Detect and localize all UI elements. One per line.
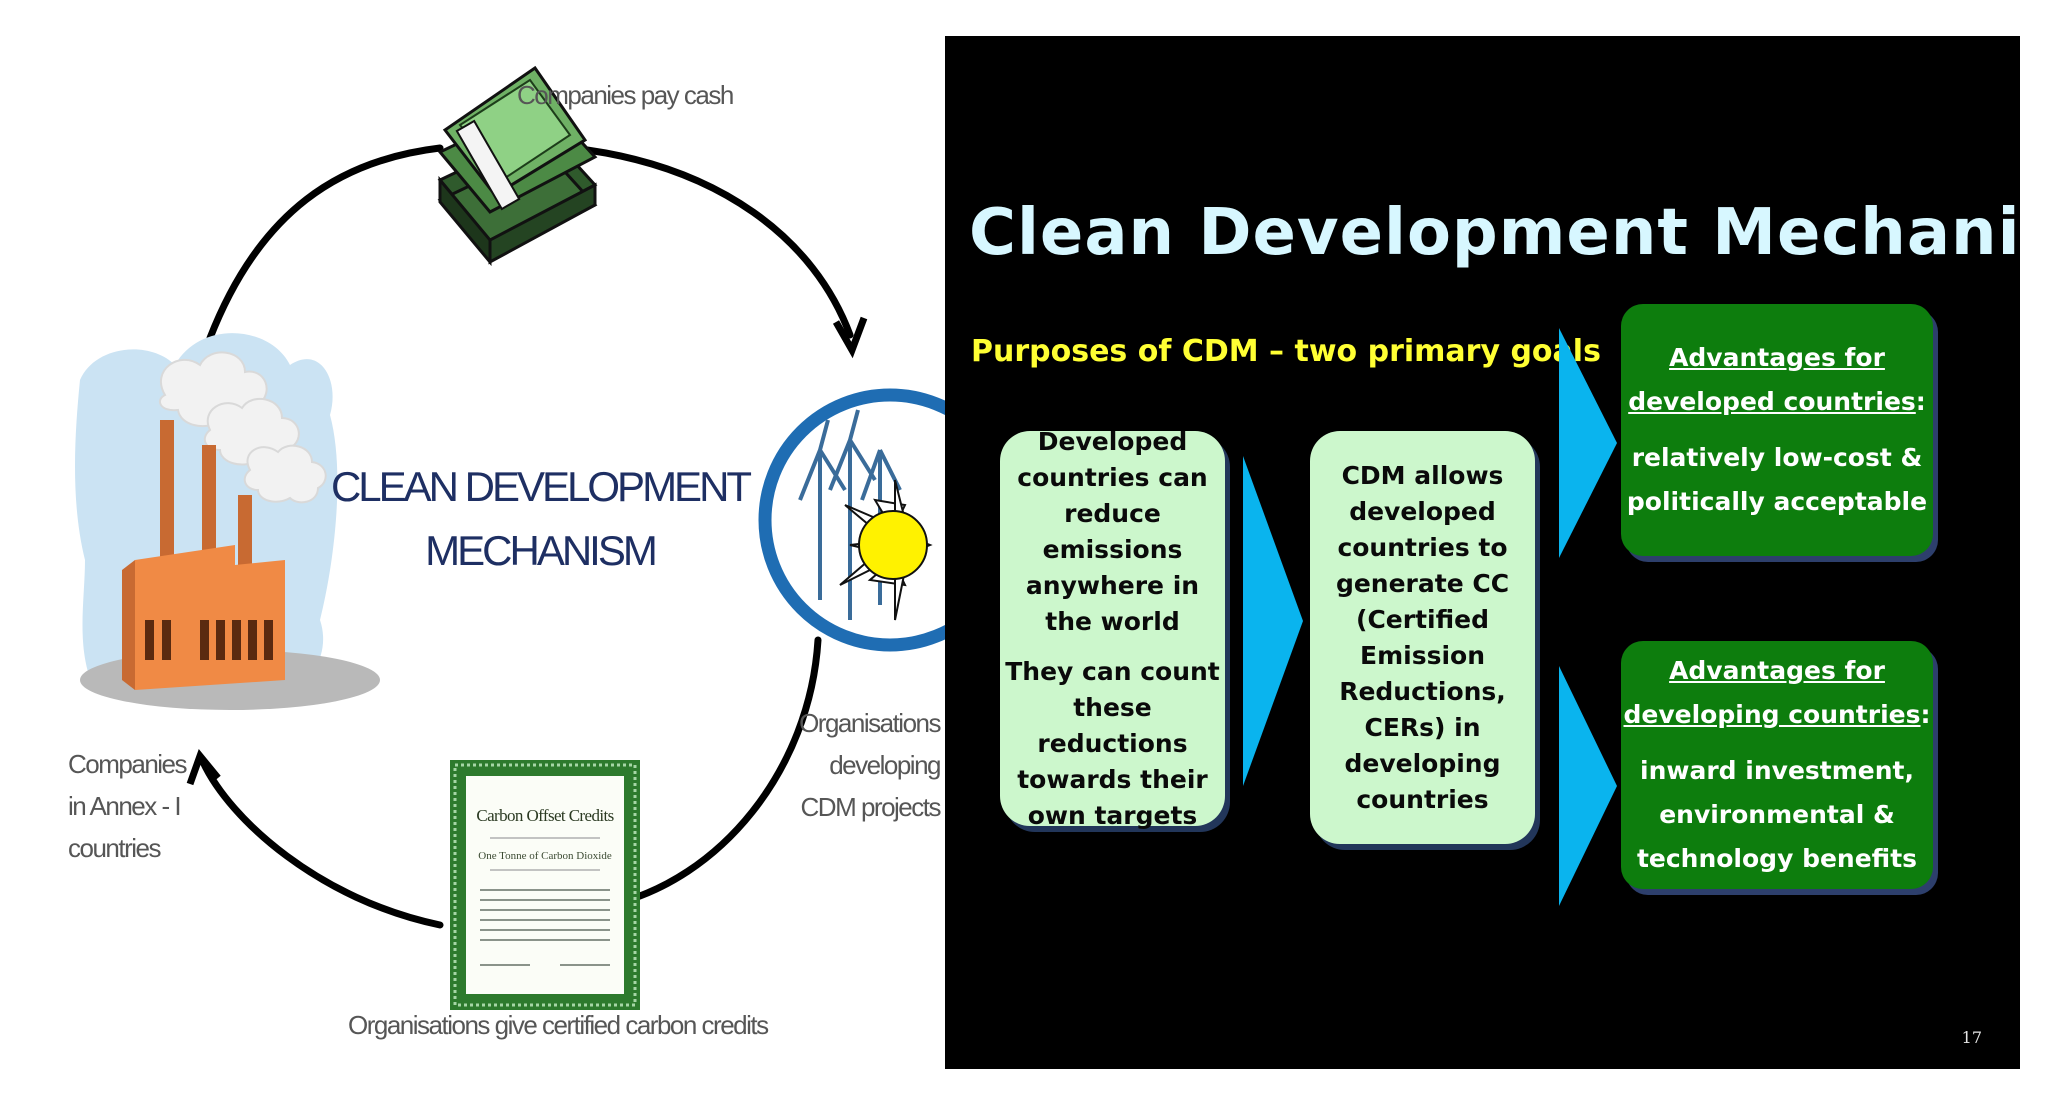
advantages-developing-body: inward investment, environmental & techn… — [1636, 756, 1918, 873]
arrow-right-3 — [1559, 666, 1617, 906]
advantages-developed-heading: Advantages for developed countries — [1628, 343, 1916, 416]
diagram-title: CLEAN DEVELOPMENT MECHANISM — [330, 463, 752, 574]
slide-title: Clean Development Mechanism — [969, 196, 2020, 270]
arc-top-left — [206, 144, 444, 342]
certificate-icon — [450, 760, 640, 1010]
factory-icon — [75, 333, 380, 710]
cdm-cycle-diagram: Companies pay cash Organisations develop… — [0, 0, 945, 1097]
arrowhead-top-right — [832, 316, 868, 359]
advantages-developed-heading-line: Advantages for developed countries: — [1621, 336, 1933, 424]
arc-bottom-left — [199, 758, 444, 929]
arrow-right-1 — [1243, 456, 1303, 786]
arc-bottom-right — [606, 636, 822, 909]
box2-text: CDM allows developed countries to genera… — [1335, 460, 1510, 814]
cycle-arrows — [199, 144, 854, 929]
certificate-subtitle: One Tonne of Carbon Dioxide — [478, 850, 612, 862]
advantages-developed-body: relatively low-cost & politically accept… — [1626, 443, 1928, 516]
box-advantages-developing: Advantages for developing countries: inw… — [1621, 641, 1933, 889]
renewable-energy-icon — [758, 388, 945, 652]
box-developed-countries-goal: Developed countries can reduce emissions… — [1000, 427, 1225, 830]
advantages-developing-heading-line: Advantages for developing countries: — [1621, 649, 1933, 737]
arc-top-right — [568, 144, 854, 339]
advantages-developed-colon: : — [1915, 387, 1926, 416]
caption-companies-annex: Companies in Annex - I countries — [68, 749, 188, 863]
arrow-right-2 — [1559, 328, 1617, 558]
cdm-slide: Clean Development Mechanism Purposes of … — [945, 36, 2020, 1069]
arrowhead-bottom-left — [186, 748, 221, 786]
caption-companies-pay-cash: Companies pay cash — [517, 80, 734, 110]
caption-organisations-give-credits: Organisations give certified carbon cred… — [348, 1010, 769, 1040]
slide-subtitle: Purposes of CDM – two primary goals — [971, 334, 1601, 369]
advantages-developing-colon: : — [1920, 700, 1931, 729]
page-number: 17 — [1961, 1028, 1982, 1047]
box1-paragraph-1: Developed countries can reduce emissions… — [1017, 426, 1208, 636]
box-advantages-developed: Advantages for developed countries: rela… — [1621, 304, 1933, 556]
cash-stack-icon — [437, 65, 598, 267]
box1-paragraph-2: They can count these reductions towards … — [1005, 656, 1220, 830]
box-cdm-allows: CDM allows developed countries to genera… — [1310, 431, 1535, 844]
advantages-developing-heading: Advantages for developing countries — [1623, 656, 1921, 729]
caption-organisations-developing: Organisations developing CDM projects — [799, 708, 941, 822]
certificate-title: Carbon Offset Credits — [476, 806, 614, 825]
cycle-diagram-graphics — [75, 65, 945, 1010]
